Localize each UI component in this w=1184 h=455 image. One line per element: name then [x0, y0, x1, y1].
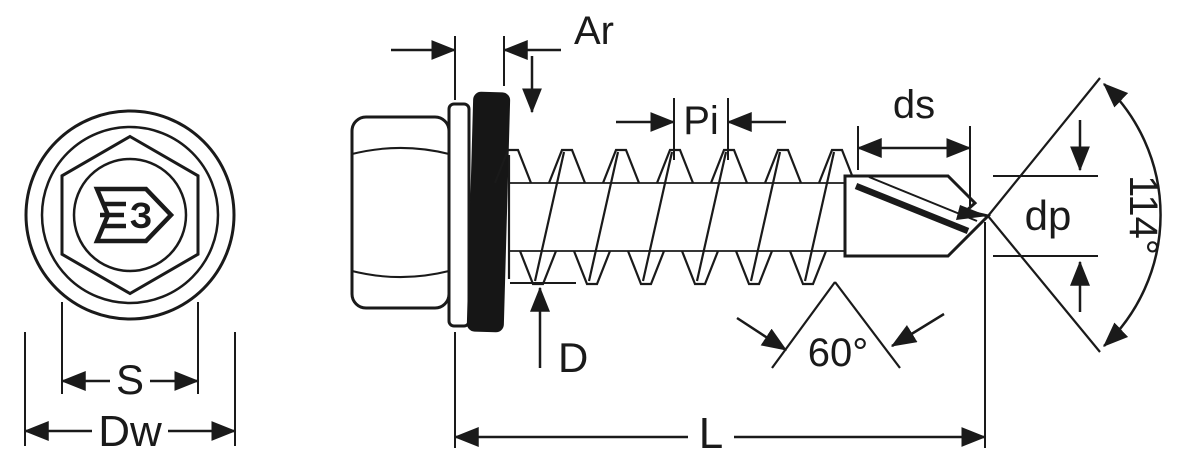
dim-ar: Ar	[391, 9, 614, 114]
angle-114: 114°	[987, 77, 1165, 353]
sealing-washer	[466, 91, 511, 333]
head-top-circle	[72, 157, 188, 273]
drill-point	[843, 174, 991, 258]
angle-leg	[834, 281, 901, 369]
thread-crests-bottom	[518, 250, 828, 286]
label-mask	[110, 356, 150, 398]
drill-cutting-lip	[956, 205, 988, 220]
dim-label-d: D	[558, 334, 588, 381]
label-mask	[92, 404, 168, 452]
hex-head-front	[60, 134, 200, 296]
angle-leg	[987, 215, 1101, 353]
shank-core-lines	[509, 182, 845, 252]
dim-label-dp: dp	[1025, 192, 1072, 239]
dim-dp: dp	[993, 120, 1098, 312]
drill-flute-groove	[854, 182, 970, 235]
label-mask	[688, 410, 734, 454]
hex-facet-line	[351, 270, 450, 278]
angle-60: 60°	[736, 281, 945, 375]
washer-flange	[447, 102, 471, 328]
dim-label-dw: Dw	[98, 407, 162, 455]
dim-label-l: L	[699, 409, 723, 455]
angle-leg	[987, 77, 1101, 217]
dim-pi: Pi	[616, 98, 786, 160]
threaded-shank	[493, 148, 857, 286]
dim-s: S	[60, 302, 200, 403]
hex-head-side	[350, 115, 451, 310]
dim-ds: ds	[856, 83, 972, 206]
dim-label-ar: Ar	[574, 9, 614, 53]
dim-l: L	[453, 222, 987, 455]
thread-helix-lines	[533, 151, 836, 282]
pointer-arrow	[736, 316, 788, 352]
washer-outer-circle	[24, 109, 236, 321]
dim-label-s: S	[116, 356, 144, 403]
dim-label-pi: Pi	[683, 99, 719, 143]
angle-label-60: 60°	[808, 331, 869, 375]
angle-arc-arrow	[1103, 83, 1162, 347]
angle-label-114: 114°	[1121, 175, 1165, 255]
washer-inner-circle	[40, 125, 220, 305]
front-view: З S Dw	[23, 109, 237, 455]
side-view: Ar Pi ds dp 11	[350, 9, 1165, 455]
pointer-arrow	[890, 312, 945, 348]
hex-head-outline	[350, 115, 451, 310]
logo-letter: З	[130, 195, 153, 236]
brand-logo: З	[93, 186, 175, 244]
dim-d: D	[510, 282, 588, 381]
angle-leg	[771, 281, 836, 369]
dim-dw: Dw	[23, 332, 237, 455]
dim-label-ds: ds	[893, 83, 935, 127]
hex-facet-line	[351, 147, 450, 155]
